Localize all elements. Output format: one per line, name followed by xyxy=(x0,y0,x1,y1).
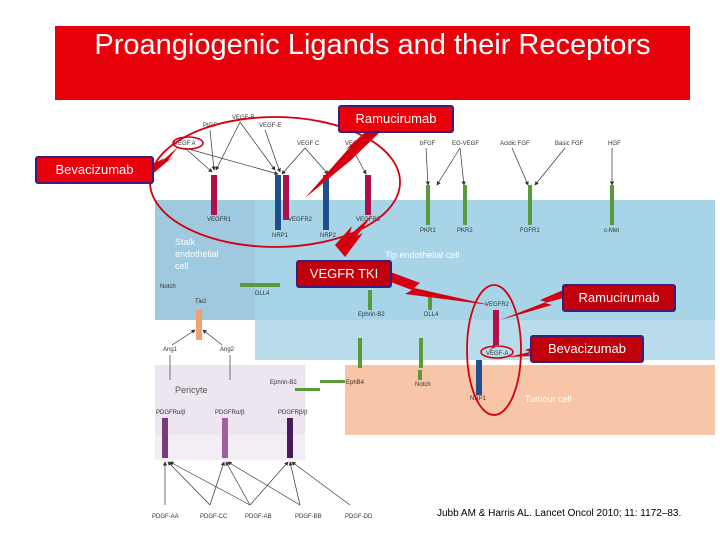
ligand-vegf-a: VEGF A xyxy=(174,141,196,147)
label-ang2: Ang2 xyxy=(220,347,235,353)
label-nrp2: NRP2 xyxy=(320,233,337,239)
ligand-bfgf: bFGF xyxy=(420,141,436,147)
highlight-tumour-vegf-a xyxy=(480,345,514,359)
pdgf-arrows xyxy=(162,461,351,506)
label-notch: Notch xyxy=(160,284,176,290)
bolt-tki-right xyxy=(380,270,490,305)
ligand-vegf-b: VEGF-B xyxy=(232,115,254,121)
label-dll4-tip: DLL4 xyxy=(424,312,439,318)
receptor-vegfr2-bar-c xyxy=(323,175,329,230)
label-tumour-vegf-a: VEGF-A xyxy=(486,351,508,357)
bolt-ramucirumab-right xyxy=(500,288,575,320)
label-tip-cell: Tip endothelial cell xyxy=(385,250,459,260)
label-pdgf-cc: PDGF-CC xyxy=(200,514,228,520)
callout-bevacizumab-left: Bevacizumab xyxy=(35,156,154,184)
receptor-vegfr2-bar-b xyxy=(283,175,289,220)
label-notch-tumour: Notch xyxy=(415,382,431,388)
label-stalk-cell-3: cell xyxy=(175,261,189,271)
stalk-cell-region xyxy=(155,200,255,320)
label-ephrin-b2-tip: Ephrin-B2 xyxy=(358,312,385,318)
tumour-vegfr2-bar xyxy=(493,310,499,345)
bolt-vegfr-tki xyxy=(335,215,372,257)
dll4-tip-bar xyxy=(428,293,432,310)
label-pdgf-bb: PDGF-BB xyxy=(295,514,322,520)
label-tumour-nrp1: NRP1 xyxy=(470,396,487,402)
label-ang1: Ang1 xyxy=(163,347,178,353)
label-pericyte: Pericyte xyxy=(175,385,208,395)
label-stalk-cell-1: Stalk xyxy=(175,237,196,247)
label-pdgf-aa: PDGF-AA xyxy=(152,514,179,520)
label-tie2: Tie2 xyxy=(195,299,207,305)
highlight-tumour-vegfr2 xyxy=(466,284,522,416)
label-pdgfr-1: PDGFRα/β xyxy=(156,410,186,416)
bolt-ramucirumab-top xyxy=(305,128,380,198)
green-vertical-1 xyxy=(358,338,362,368)
label-tumour-vegfr2: VEGFR2 xyxy=(485,302,510,308)
ligand-acidic-fgf: Acidic FGF xyxy=(500,141,530,147)
ligand-hgf: HGF xyxy=(608,141,621,147)
label-tumour-cell: Tumour cell xyxy=(525,394,572,404)
label-vegfr1: VEGFR1 xyxy=(207,217,232,223)
title-banner xyxy=(55,26,690,100)
callout-bevacizumab-right: Bevacizumab xyxy=(530,335,644,363)
tip-cell-lower xyxy=(255,320,715,360)
receptor-cmet-bar xyxy=(610,185,614,225)
callout-ramucirumab-right: Ramucirumab xyxy=(562,284,676,312)
receptor-fgfr1-bar xyxy=(528,185,532,225)
ligand-vegf-c: VEGF C xyxy=(297,141,320,147)
pdgfr-bar-3 xyxy=(287,418,293,458)
label-pdgfr-2: PDGFRα/β xyxy=(215,410,245,416)
ligand-arrows xyxy=(184,121,615,186)
receptor-vegfr3-bar xyxy=(365,175,371,215)
receptor-vegfr1-bar xyxy=(211,175,217,215)
pericyte-lower xyxy=(155,435,305,460)
ephrin-b2-pericyte-bar xyxy=(295,388,320,391)
label-pkr2: PKR2 xyxy=(457,228,473,234)
pdgfr-bar-2 xyxy=(222,418,228,458)
ligand-eg-vegf: EG-VEGF xyxy=(452,141,479,147)
receptor-pkr2-bar xyxy=(463,185,467,225)
notch-tumour-bar xyxy=(418,370,422,380)
ephrin-b2-bar xyxy=(368,290,372,310)
label-ephb4: EphB4 xyxy=(346,380,365,386)
ligand-vegf-e: VEGF-E xyxy=(259,123,281,129)
tumour-region xyxy=(345,365,715,435)
green-vertical-2 xyxy=(419,338,423,368)
label-dll4: DLL4 xyxy=(255,291,270,297)
receptor-pkr1-bar xyxy=(426,185,430,225)
ephb4-bar xyxy=(320,380,345,383)
label-ephrin-b2-pericyte: Ephrin-B2 xyxy=(270,380,297,386)
receptor-vegfr2-bar-a xyxy=(275,175,281,230)
tie2-bar xyxy=(196,310,202,340)
citation: Jubb AM & Harris AL. Lancet Oncol 2010; … xyxy=(437,508,682,519)
ligand-basic-fgf: Basic FGF xyxy=(555,141,584,147)
label-cmet: c-Met xyxy=(604,228,619,234)
callout-ramucirumab-top: Ramucirumab xyxy=(338,105,454,133)
label-nrp1: NRP1 xyxy=(272,233,289,239)
highlight-vegf-a xyxy=(172,136,204,150)
label-pdgf-ab: PDGF-AB xyxy=(245,514,272,520)
slide-title: Proangiogenic Ligands and their Receptor… xyxy=(94,29,651,61)
tumour-nrp1-bar xyxy=(476,360,482,395)
label-fgfr1: FGFR1 xyxy=(520,228,540,234)
pdgfr-bar-1 xyxy=(162,418,168,458)
label-stalk-cell-2: endothelial xyxy=(175,249,219,259)
notch-bar xyxy=(240,283,280,287)
label-vegfr2: VEGFR2 xyxy=(288,217,313,223)
label-pdgfr-3: PDGFRβ/β xyxy=(278,410,308,416)
label-pdgf-dd: PDGF-DD xyxy=(345,514,373,520)
label-pkr1: PKR1 xyxy=(420,228,436,234)
callout-vegfr-tki: VEGFR TKI xyxy=(296,260,392,288)
